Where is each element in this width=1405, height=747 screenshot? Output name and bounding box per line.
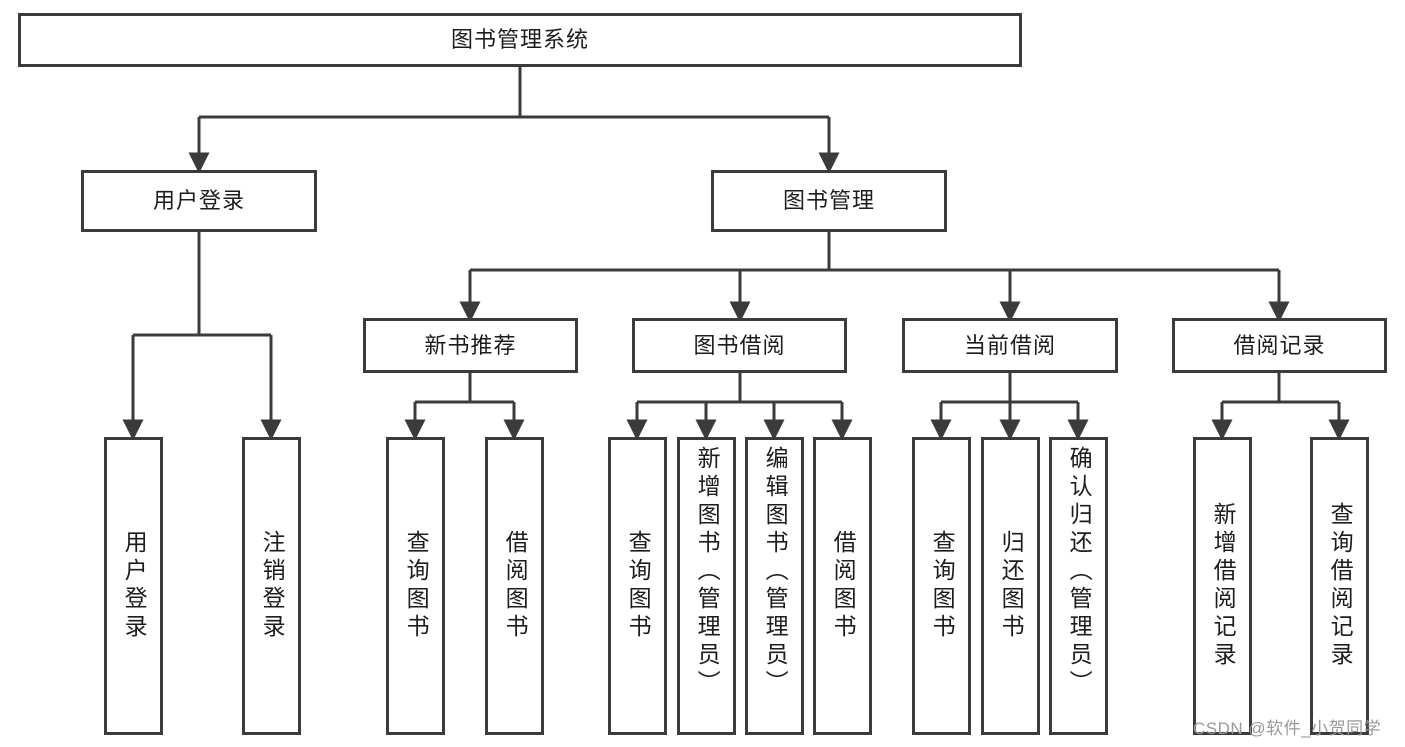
node-query-borrow-record-label: 查询借阅记录 — [1327, 502, 1354, 670]
node-add-book[interactable]: 新增图书（管理员） — [677, 437, 736, 735]
node-add-borrow-record-label: 新增借阅记录 — [1210, 502, 1237, 670]
node-query-book-1-label: 查询图书 — [403, 530, 430, 642]
node-current-borrow-label: 当前借阅 — [963, 332, 1056, 358]
node-borrow-book-1-label: 借阅图书 — [502, 530, 529, 642]
node-query-borrow-record[interactable]: 查询借阅记录 — [1310, 437, 1369, 735]
node-return-book[interactable]: 归还图书 — [981, 437, 1040, 735]
node-current-borrow[interactable]: 当前借阅 — [902, 318, 1118, 373]
node-confirm-return[interactable]: 确认归还（管理员） — [1049, 437, 1108, 735]
node-borrow-record[interactable]: 借阅记录 — [1172, 318, 1387, 373]
node-borrow-book-2[interactable]: 借阅图书 — [813, 437, 872, 735]
node-user-login-leaf[interactable]: 用户登录 — [104, 437, 163, 735]
watermark-text: CSDN @软件_小贺同学 — [1193, 719, 1382, 738]
node-book-borrow-label: 图书借阅 — [693, 332, 786, 358]
node-query-book-1[interactable]: 查询图书 — [386, 437, 445, 735]
node-confirm-return-label: 确认归还（管理员） — [1066, 446, 1093, 698]
node-user-login-leaf-label: 用户登录 — [121, 530, 148, 642]
node-edit-book[interactable]: 编辑图书（管理员） — [745, 437, 804, 735]
node-logout-leaf-label: 注销登录 — [259, 530, 286, 642]
node-query-book-3[interactable]: 查询图书 — [912, 437, 971, 735]
node-borrow-record-label: 借阅记录 — [1233, 332, 1326, 358]
node-book-management[interactable]: 图书管理 — [711, 170, 947, 232]
node-query-book-2[interactable]: 查询图书 — [608, 437, 667, 735]
node-return-book-label: 归还图书 — [998, 530, 1025, 642]
node-logout-leaf[interactable]: 注销登录 — [242, 437, 301, 735]
node-borrow-book-1[interactable]: 借阅图书 — [485, 437, 544, 735]
node-edit-book-label: 编辑图书（管理员） — [762, 446, 789, 698]
node-user-login-label: 用户登录 — [152, 188, 245, 214]
node-book-borrow[interactable]: 图书借阅 — [632, 318, 847, 373]
node-add-book-label: 新增图书（管理员） — [694, 446, 721, 698]
node-new-book-recommend[interactable]: 新书推荐 — [363, 318, 578, 373]
node-query-book-2-label: 查询图书 — [625, 530, 652, 642]
node-user-login[interactable]: 用户登录 — [81, 170, 317, 232]
node-root[interactable]: 图书管理系统 — [18, 13, 1022, 67]
node-borrow-book-2-label: 借阅图书 — [830, 530, 857, 642]
node-book-management-label: 图书管理 — [782, 188, 875, 214]
node-root-label: 图书管理系统 — [450, 27, 589, 53]
node-query-book-3-label: 查询图书 — [929, 530, 956, 642]
node-new-book-recommend-label: 新书推荐 — [424, 332, 517, 358]
node-add-borrow-record[interactable]: 新增借阅记录 — [1193, 437, 1252, 735]
